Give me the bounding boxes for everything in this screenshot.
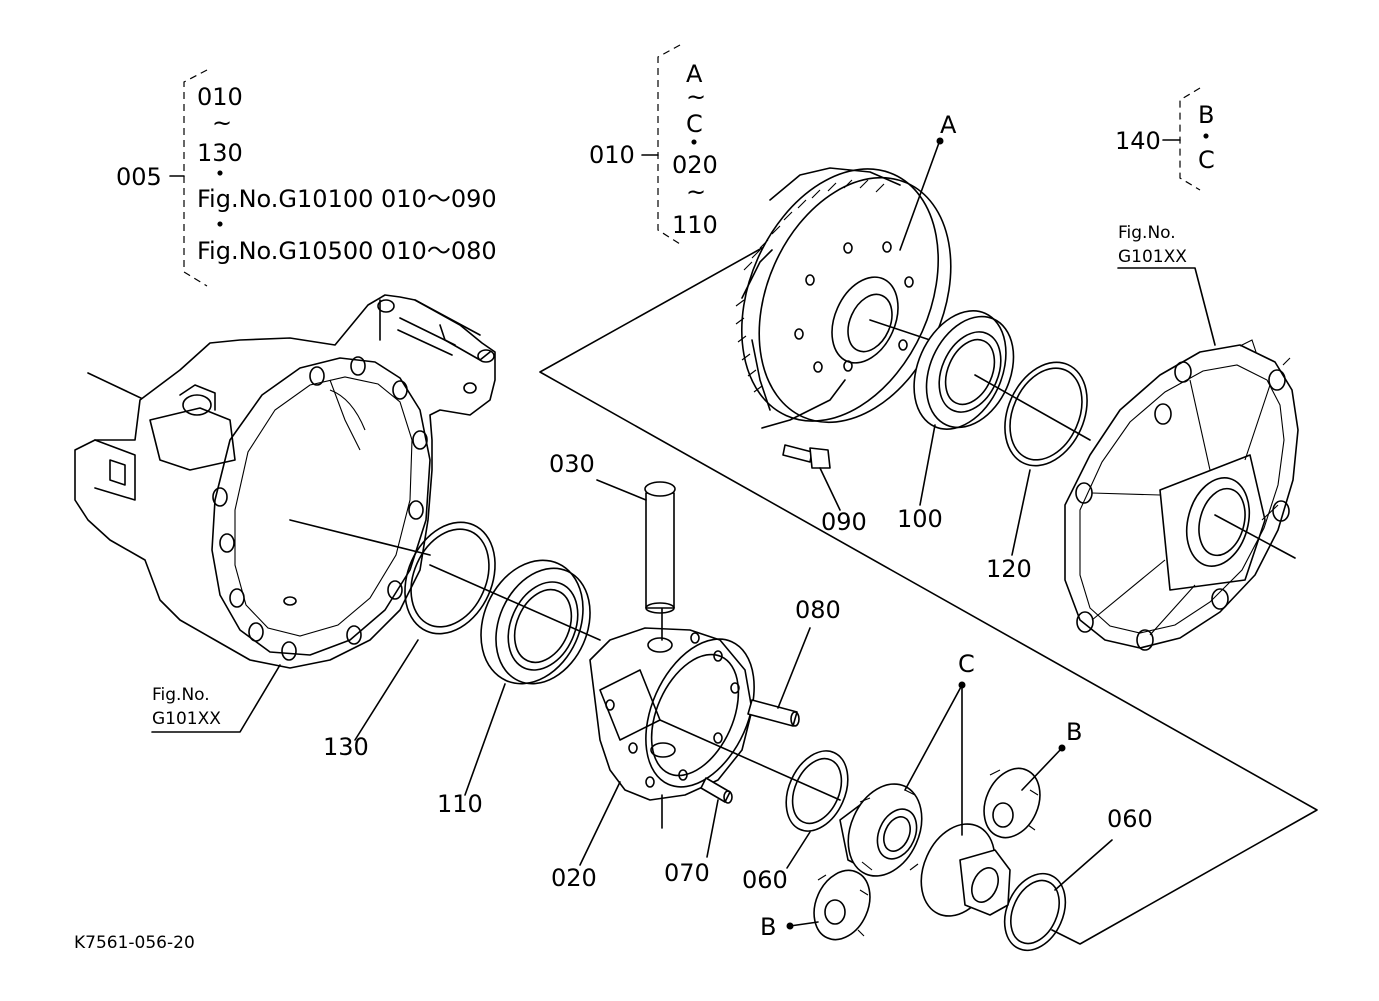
fig-ref-left-line2: G101XX — [152, 709, 221, 729]
legend-010-code: 010 — [589, 141, 635, 169]
part-130-shim — [404, 521, 496, 635]
leader-a — [899, 139, 941, 251]
leader-c — [904, 684, 963, 836]
differential-cover-right — [1064, 339, 1299, 651]
drawing-number: K7561-056-20 — [74, 933, 195, 953]
legend-010-110: 110 — [672, 211, 718, 239]
legend-140-dot: ・ — [1194, 123, 1218, 151]
callout-100: 100 — [897, 505, 943, 533]
fig-ref-left-line1: Fig.No. — [152, 685, 210, 705]
part-side-gear-left — [839, 783, 923, 877]
legend-005-tilde: ~ — [212, 109, 232, 137]
legend-010-020: 020 — [672, 151, 718, 179]
leader-b-upper-dot — [1058, 744, 1066, 752]
part-120-shim — [974, 361, 1091, 556]
callout-060-right: 060 — [1107, 805, 1153, 833]
callout-120: 120 — [986, 555, 1032, 583]
callout-c: C — [958, 650, 975, 678]
callout-130: 130 — [323, 733, 369, 761]
fig-ref-right-leader — [1117, 267, 1216, 346]
leader-c-dot — [958, 681, 966, 689]
part-a-ring-gear — [735, 167, 952, 429]
legend-005-fig-ref-2: Fig.No.G10500 010～080 — [197, 237, 497, 265]
legend-005-end: 130 — [197, 139, 243, 167]
fig-ref-left-leader — [151, 664, 281, 733]
legend-010: 010 A ~ C ・ 020 ~ 110 — [589, 44, 718, 245]
leader-b-lower-dot — [786, 922, 794, 930]
legend-010-tilde-2: ~ — [686, 178, 706, 206]
part-020-diff-case — [589, 594, 841, 829]
fig-ref-right-line1: Fig.No. — [1118, 223, 1176, 243]
part-060-washer-right — [1003, 872, 1067, 952]
part-090-bolt — [782, 444, 841, 511]
leader-a-dot — [936, 137, 944, 145]
leader-110 — [464, 683, 506, 796]
legend-010-a: A — [686, 60, 703, 88]
fig-ref-right-line2: G101XX — [1118, 247, 1187, 267]
legend-010-tilde-1: ~ — [686, 83, 706, 111]
differential-housing-left — [74, 294, 496, 669]
callout-090: 090 — [821, 508, 867, 536]
legend-140-code: 140 — [1115, 127, 1161, 155]
callout-020: 020 — [551, 864, 597, 892]
part-110-bearing — [480, 559, 591, 685]
part-100-bearing — [913, 310, 1015, 506]
callout-110: 110 — [437, 790, 483, 818]
callout-b-upper: B — [1066, 718, 1082, 746]
leader-060-right — [1054, 839, 1113, 891]
legend-005-code: 005 — [116, 163, 162, 191]
legend-140: 140 B ・ C — [1115, 87, 1218, 191]
legend-010-c: C — [686, 110, 703, 138]
part-side-gear-right — [920, 823, 1011, 917]
leader-020 — [579, 781, 621, 866]
legend-140-c: C — [1198, 146, 1215, 174]
callout-070: 070 — [664, 859, 710, 887]
part-030-pin — [596, 479, 676, 614]
legend-010-dot: ・ — [682, 129, 706, 157]
part-070-pin — [700, 777, 733, 858]
callout-060-left: 060 — [742, 866, 788, 894]
part-080-pin — [747, 627, 811, 727]
callout-a: A — [940, 111, 957, 139]
leader-b-lower — [789, 921, 819, 927]
leader-b-upper — [1021, 747, 1063, 791]
legend-005-fig-ref-1: Fig.No.G10100 010～090 — [197, 185, 497, 213]
part-pinion-lower — [813, 869, 871, 941]
legend-005-start: 010 — [197, 83, 243, 111]
callout-030: 030 — [549, 450, 595, 478]
legend-005-dot-1: ・ — [208, 160, 232, 188]
callout-b-lower: B — [760, 913, 776, 941]
legend-005: 005 010 ~ 130 ・ Fig.No.G10100 010～090 ・ … — [116, 69, 497, 287]
leader-060-left — [786, 831, 811, 869]
callout-080: 080 — [795, 596, 841, 624]
legend-140-b: B — [1198, 101, 1214, 129]
part-060-washer-left — [785, 750, 849, 832]
leader-130 — [354, 639, 419, 741]
legend-005-dot-2: ・ — [208, 211, 232, 239]
